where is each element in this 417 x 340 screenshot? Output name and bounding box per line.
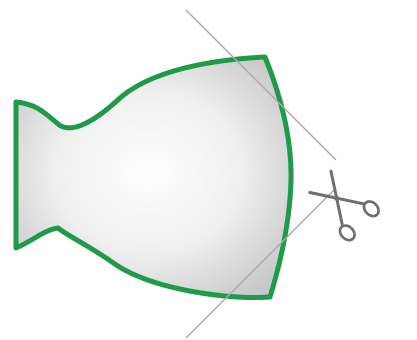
scissors-icon bbox=[304, 166, 381, 243]
vase-body bbox=[16, 57, 291, 298]
